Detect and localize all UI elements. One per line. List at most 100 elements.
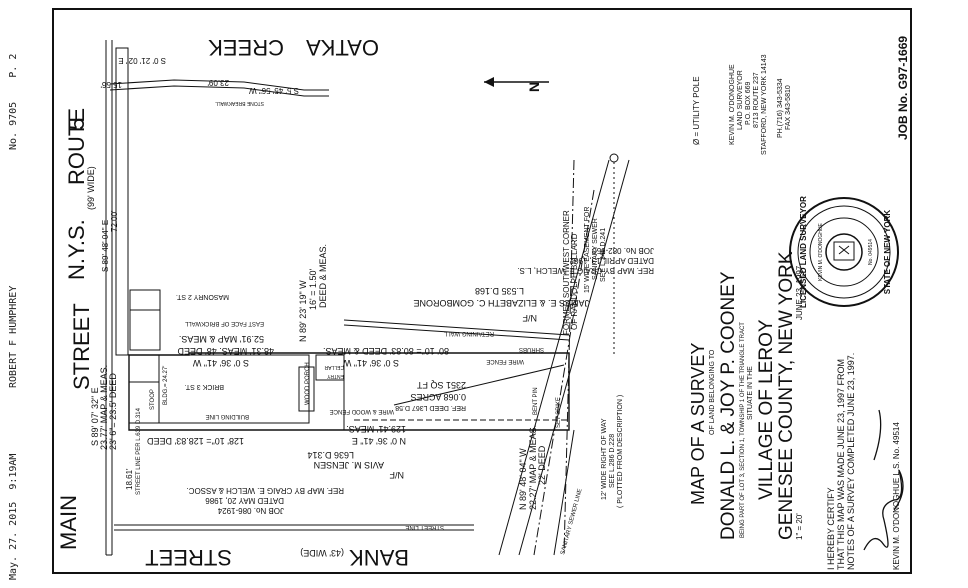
title-date: JUNE 23, 1997 [795,265,804,320]
parcel-ref-deed: REF. DEED L367 D.58 [395,404,466,411]
surveyor-fax: FAX 343-5810 [785,85,792,130]
bearing-mid-1: 80' 10"= 80.83' DEED & MEAS. [323,346,449,356]
title-being: BEING PART OF LOT 3, SECTION 1, TOWNSHIP… [740,322,746,538]
route-num-label: 5 [64,118,89,130]
cellar-label: CELLAR [324,364,344,370]
stone-breakwall [109,79,329,97]
bearing-top-2: 15.56' [100,80,122,89]
survey-map: N MAIN (99' WIDE) STREET N.Y.S. ROUTE 5 … [56,35,910,570]
fax-date: May. 27. 2015 9:19AM [8,453,19,580]
bank-width-label: (43' WIDE) [300,548,344,558]
gombo-name: JAMES E. & ELIZABETH C. GOMBORONE [413,298,589,308]
surveyor-title: LAND SURVEYOR [737,70,744,130]
former-2: OF RANDOLPH BALLARD [570,233,579,330]
bearing-main-d: 23.77' MAP & MEAS. [99,365,109,450]
bank-street-label: STREET [145,545,232,570]
bearing-left-2: STREET LINE PER L.639 D.314 [136,407,142,495]
bearing-east-2: N 0' 36' 41" E [352,436,406,446]
north-arrow-icon: N [484,77,549,92]
gombo-job: JOB No. 082-950 [592,246,654,255]
row-1: 12' WIDE RIGHT OF WAY [601,418,608,500]
creek-label-1: CREEK [208,35,284,60]
certify-2: THAT THIS MAP WAS MADE JUNE 23, 1997 FRO… [836,359,846,570]
street-main-label: MAIN [56,495,81,550]
bearing-nr-2: 16' = 1.50' [308,268,318,310]
stone-wall-label: STONE BREAKWALL [215,100,264,106]
bearing-north-1: 48.31' MEAS. 48' DEED [177,346,274,356]
street-width-label: (99' WIDE) [86,166,96,210]
fences [343,319,570,430]
sewer-lines [498,159,630,556]
svg-text:STATE OF NEW YORK: STATE OF NEW YORK [883,210,892,295]
certify-1: I HEREBY CERTIFY [826,487,836,570]
bearing-east-1: 129.41' MEAS. [346,424,406,434]
bearing-route-d: 72.00' [110,210,119,232]
row-3: ( PLOTTED FROM DESCRIPTION ) [617,395,624,508]
entry-label: ENTRY [326,373,344,379]
surveyor-phone: PH.(716) 343-5334 [777,78,784,138]
creek-label-2: OATKA [306,35,379,60]
certify-3: NOTES OF A SURVEY COMPLETED JUNE 23, 199… [846,353,856,570]
utility-pole-icon [609,153,619,354]
title-situate: SITUATE IN THE [747,366,754,420]
building-outline [128,354,345,424]
parcel-acres: 0.068 ACRES [410,392,466,402]
former-1: FORMER SOUTHWEST CORNER [562,210,571,335]
retaining-label: RETAINING WALL [443,330,494,336]
bearing-route-s: S 89' 48' 04" E [101,220,110,272]
row-2: SEE L.286 D.228 [609,434,616,488]
surveyor-box: P.O. BOX 669 [745,81,752,125]
easement-3: SEE L.346 D.241 [600,228,607,282]
legend-utility: Ø = UTILITY POLE [692,76,701,145]
jensen-date: DATED MAY 20, 1986 [205,496,284,505]
gombo-nf: N/F [522,313,537,323]
bearing-top-4: 23.09' [207,78,229,87]
set-spike-label: SET SPIKE [556,397,562,428]
jensen-ld: L636 D.314 [307,450,354,460]
street-line-label: STREET LINE [405,524,444,530]
gombo-ref: REF. MAP BY CRAIG E. WELCH, L.S. [517,266,654,275]
parcel-area: 2351 SQ FT [416,380,466,390]
jensen-job: JOB No. 086-1924 [217,506,284,515]
bearing-bank-d: 22.27' MAP & MEAS. [528,425,538,510]
svg-text:LICENSED LAND SURVEYOR: LICENSED LAND SURVEYOR [799,196,808,308]
survey-sheet: N MAIN (99' WIDE) STREET N.Y.S. ROUTE 5 … [52,8,912,574]
fax-margin: May. 27. 2015 9:19AM ROBERT F HUMPHREY N… [0,0,40,588]
title-owners: DONALD L. & JOY P. COONEY [718,271,739,540]
jensen-name: AVIS M. JENSEN [314,460,384,470]
easement-2: SANITARY SEWER [592,218,599,280]
bearing-main-d2: 23' 6"= 23.5' DEED [108,373,118,450]
bearing-bank-n: N 89' 48' 04" W [518,448,528,510]
bearing-north-3: 52.91' MAP & MEAS. [179,334,264,344]
easement-1: 15' WIDE EASEMENT FOR [584,207,591,293]
building-line-label: BUILDING LINE [206,413,249,419]
gombo-date: DATED APRIL 13, 1982 [569,256,654,265]
masonry-label: MASONRY 2 ST. [176,293,229,300]
jensen-ref: REF. MAP BY CRAIG E. WELCH & ASSOC. [186,486,344,495]
route-word-label: ROUTE [64,108,89,185]
bearing-east-3: 128' 10"= 128.83' DEED [147,436,244,446]
street-label-1: STREET [69,303,94,390]
bank-label: BANK [349,545,409,570]
stoop-label: STOOP [150,389,156,410]
wire-fence-label: WIRE FENCE [486,358,524,364]
fax-sender: ROBERT F HUMPHREY [8,285,19,388]
surveyor-route: 8713 ROUTE 237 [753,72,760,128]
wire-wood-label: WIRE & WOOD FENCE [330,408,394,414]
title-map-of: MAP OF A SURVEY [688,343,708,505]
signature [863,409,904,551]
signer: KEVIN M. O'DONOGHUE L.S. No. 49514 [892,422,901,570]
surveyor-city: STAFFORD, NEW YORK 14143 [761,54,768,155]
route-n-label: N.Y.S. [64,219,89,280]
title-scale: 1" = 20' [795,513,804,540]
bearing-mid-2: S 0' 36' 41" W [342,358,399,368]
gombo-ld: L.535 D.168 [475,286,524,296]
bearing-north-4: EAST FACE OF BRICKWALL [184,320,264,326]
bent-pin-label: BENT PIN [533,387,539,415]
bearing-north-2: S 0' 36' 41" W [192,358,249,368]
svg-text:N: N [526,82,542,92]
street-lines [105,40,474,556]
north-buildings [115,47,161,356]
surveyor-seal: KEVIN M. O'DONOGHUE No. 049514 LICENSED … [789,196,899,308]
fax-number: No. 9705 P. 2 [8,53,19,150]
